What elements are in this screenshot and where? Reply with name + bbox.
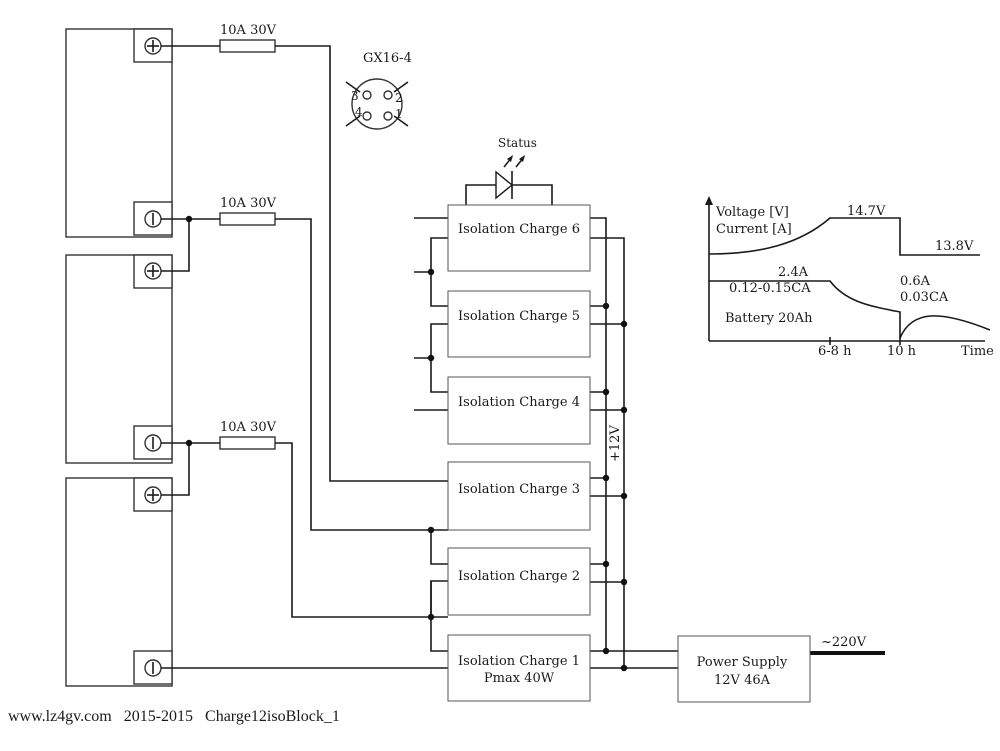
graph-i-float: 0.6A [900, 274, 931, 289]
bus-label: +12V [608, 425, 623, 462]
mains-label: ~220V [821, 635, 867, 650]
graph-i-bulk-ca: 0.12-0.15CA [729, 281, 811, 296]
pin-1: 1 [395, 107, 403, 121]
charger-4-label: Isolation Charge 4 [458, 395, 580, 410]
status-label: Status [498, 136, 537, 150]
plus-terminal-icon [144, 37, 162, 55]
connector-label: GX16-4 [363, 51, 412, 66]
fuse-3-label: 10A 30V [220, 420, 277, 435]
charger-3-label: Isolation Charge 3 [458, 482, 580, 497]
fuse-3: 10A 30V [219, 420, 277, 450]
minus-terminal-icon [144, 210, 162, 228]
graph-i-float-ca: 0.03CA [900, 290, 949, 305]
minus-terminal-icon [144, 434, 162, 452]
battery-1 [65, 28, 173, 238]
graph-y-label-2: Current [A] [716, 222, 792, 237]
footer: www.lz4gv.com 2015-2015 Charge12isoBlock… [8, 708, 340, 726]
mains-input: ~220V [810, 635, 885, 655]
fuse-1: 10A 30V [219, 23, 277, 53]
graph-v-peak: 14.7V [847, 204, 886, 219]
battery-2 [65, 254, 173, 464]
minus-terminal-icon [144, 659, 162, 677]
graph-x-label: Time [961, 344, 994, 359]
charger-2: Isolation Charge 2 [447, 547, 591, 616]
power-supply: Power Supply 12V 46A [677, 635, 811, 703]
charger-chain-wiring [414, 217, 448, 652]
battery-wiring [161, 45, 448, 669]
charger-3: Isolation Charge 3 [447, 461, 591, 531]
fuse-1-label: 10A 30V [220, 23, 277, 38]
charger-1: Isolation Charge 1 Pmax 40W [447, 634, 591, 702]
pin-4: 4 [355, 105, 363, 119]
charger-2-label: Isolation Charge 2 [458, 569, 580, 584]
graph-t1: 6-8 h [818, 344, 852, 359]
graph-v-float: 13.8V [935, 239, 974, 254]
graph-y-label-1: Voltage [V] [715, 205, 789, 220]
charger-6-label: Isolation Charge 6 [458, 222, 580, 237]
charger-5-label: Isolation Charge 5 [458, 309, 580, 324]
graph-battery: Battery 20Ah [725, 311, 813, 326]
graph-i-bulk: 2.4A [778, 265, 809, 280]
junction-dots [185, 215, 628, 672]
footer-site: www.lz4gv.com [8, 708, 112, 725]
pin-3: 3 [351, 89, 359, 103]
charger-6: Isolation Charge 6 [447, 204, 591, 272]
charger-4: Isolation Charge 4 [447, 376, 591, 445]
bus-wiring: +12V [590, 217, 678, 669]
graph-t2: 10 h [887, 344, 917, 359]
footer-doc: Charge12isoBlock_1 [205, 708, 340, 725]
fuse-2: 10A 30V [219, 196, 277, 226]
voltage-curve [708, 217, 980, 256]
charger-1-sublabel: Pmax 40W [484, 671, 555, 686]
power-supply-line2: 12V 46A [714, 673, 771, 688]
current-curve [709, 280, 991, 339]
fuse-2-label: 10A 30V [220, 196, 277, 211]
footer-years: 2015-2015 [123, 708, 194, 725]
pin-2: 2 [395, 91, 403, 105]
charge-profile-graph: Voltage [V] Current [A] 14.7V 13.8V 2.4A… [705, 196, 994, 359]
battery-3 [65, 477, 173, 687]
charger-1-label: Isolation Charge 1 [458, 654, 580, 669]
plus-terminal-icon [144, 262, 162, 280]
gx16-connector-icon: GX16-4 3 2 4 1 [345, 51, 412, 130]
plus-terminal-icon [144, 486, 162, 504]
status-led-icon: Status [465, 136, 553, 205]
power-supply-line1: Power Supply [697, 655, 788, 670]
charger-5: Isolation Charge 5 [447, 290, 591, 358]
